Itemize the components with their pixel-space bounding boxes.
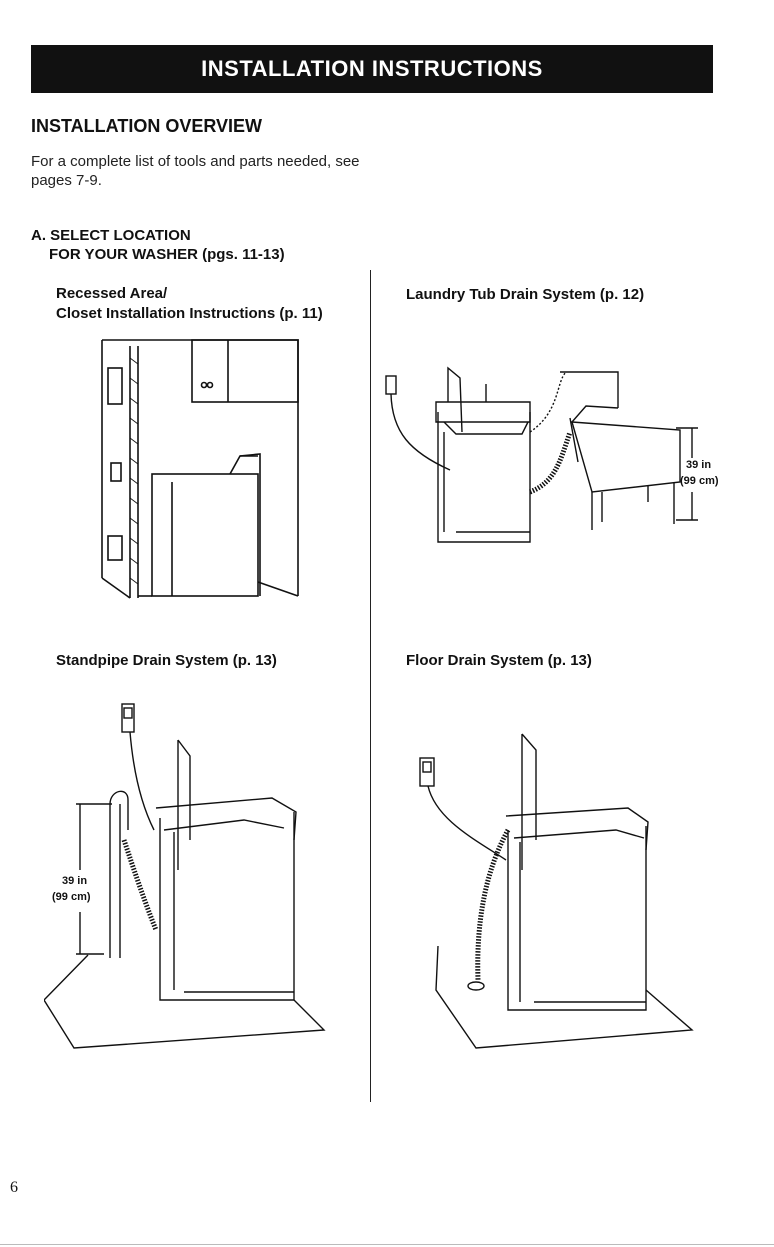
page-number: 6 — [10, 1179, 18, 1196]
closet-caption-line1: Recessed Area/ — [56, 285, 168, 302]
floor-drain-caption: Floor Drain System (p. 13) — [406, 652, 592, 669]
select-location-heading: A. SELECT LOCATION FOR YOUR WASHER (pgs.… — [31, 226, 285, 264]
column-divider — [370, 270, 371, 1102]
overview-intro: For a complete list of tools and parts n… — [31, 153, 360, 189]
laundry-tub-dim-cm: (99 cm) — [680, 475, 719, 487]
laundry-tub-illustration: 39 in (99 cm) — [380, 362, 720, 554]
overview-heading: INSTALLATION OVERVIEW — [31, 116, 263, 136]
closet-caption-line2: Closet Installation Instructions (p. 11) — [56, 305, 323, 322]
closet-illustration — [100, 338, 300, 600]
floor-drain-illustration — [416, 730, 706, 1060]
select-location-line1: A. SELECT LOCATION — [31, 227, 191, 244]
standpipe-illustration: 39 in (99 cm) — [44, 700, 334, 1060]
section-banner: INSTALLATION INSTRUCTIONS — [31, 45, 713, 93]
bottom-rule — [0, 1244, 774, 1245]
standpipe-dim-in: 39 in — [62, 875, 87, 887]
banner-title: INSTALLATION INSTRUCTIONS — [201, 56, 543, 81]
laundry-tub-caption: Laundry Tub Drain System (p. 12) — [406, 286, 645, 303]
laundry-tub-dim-in: 39 in — [686, 459, 711, 471]
standpipe-dim-cm: (99 cm) — [52, 891, 91, 903]
closet-caption: Recessed Area/ Closet Installation Instr… — [56, 284, 323, 324]
standpipe-caption: Standpipe Drain System (p. 13) — [56, 652, 277, 669]
select-location-line2: FOR YOUR WASHER (pgs. 11-13) — [49, 246, 285, 263]
